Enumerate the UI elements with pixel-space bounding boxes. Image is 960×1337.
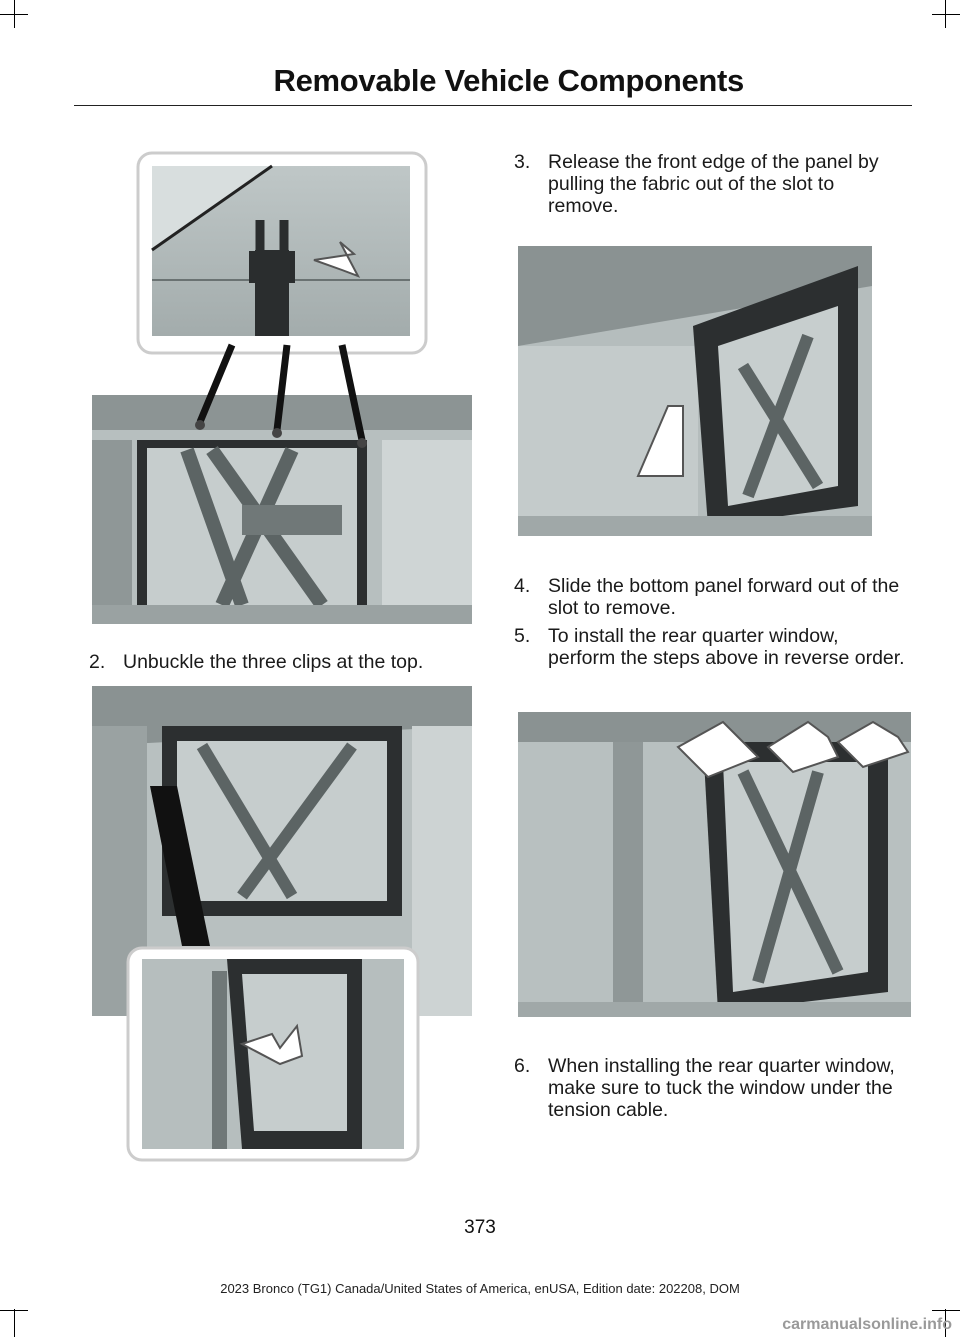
top-clips-illustration: [92, 151, 472, 624]
step-number: 6.: [514, 1055, 531, 1077]
crop-mark: [932, 1310, 960, 1311]
figure-release-front-edge: [518, 246, 872, 536]
crop-mark: [14, 1309, 15, 1337]
step-6: 6. When installing the rear quarter wind…: [514, 1055, 909, 1121]
unbuckled-window-illustration: [92, 686, 472, 1162]
crop-mark: [0, 1310, 28, 1311]
install-window-illustration: [518, 712, 911, 1017]
page-number: 373: [464, 1217, 496, 1238]
step-text: To install the rear quarter window, perf…: [548, 625, 905, 669]
step-text: Release the front edge of the panel by p…: [548, 151, 879, 217]
crop-mark: [0, 14, 28, 15]
page-header: Removable Vehicle Components: [74, 58, 912, 106]
edition-note: 2023 Bronco (TG1) Canada/United States o…: [220, 1281, 740, 1296]
step-number: 4.: [514, 575, 531, 597]
step-2: 2. Unbuckle the three clips at the top.: [89, 651, 489, 673]
step-number: 2.: [89, 651, 106, 673]
step-number: 3.: [514, 151, 531, 173]
step-text: Slide the bottom panel forward out of th…: [548, 575, 900, 619]
figure-install-window: [518, 712, 911, 1017]
step-number: 5.: [514, 625, 531, 647]
crop-mark: [932, 14, 960, 15]
release-front-edge-illustration: [518, 246, 872, 536]
figure-top-clips: [92, 150, 472, 624]
step-text: Unbuckle the three clips at the top.: [123, 651, 424, 673]
figure-unbuckled-window: [92, 686, 472, 1162]
watermark: carmanualsonline.info: [782, 1316, 952, 1333]
page-title: Removable Vehicle Components: [273, 63, 744, 98]
step-3: 3. Release the front edge of the panel b…: [514, 151, 909, 217]
step-text: When installing the rear quarter window,…: [548, 1055, 895, 1121]
step-4: 4. Slide the bottom panel forward out of…: [514, 575, 909, 619]
step-5: 5. To install the rear quarter window, p…: [514, 625, 909, 669]
crop-mark: [945, 1309, 946, 1337]
